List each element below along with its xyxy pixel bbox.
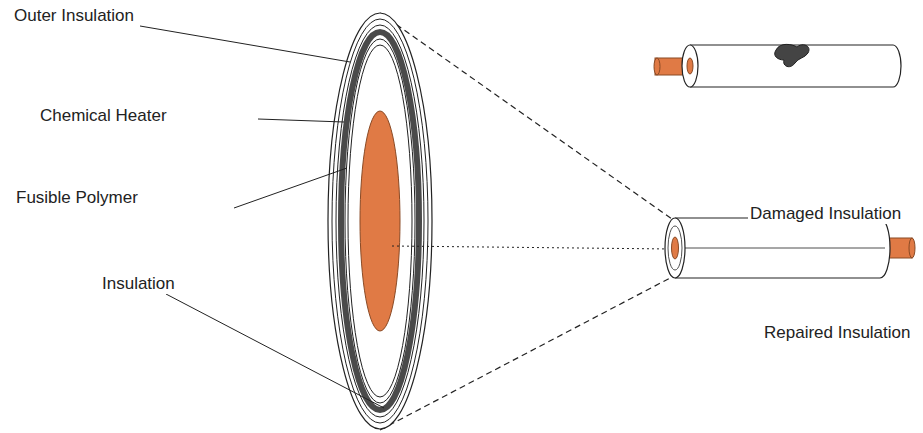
damaged-cable <box>654 44 901 87</box>
damage-mark <box>775 44 809 66</box>
leader-line <box>166 294 384 408</box>
part-label: Repaired Insulation <box>762 323 912 343</box>
part-label: Outer Insulation <box>12 6 136 26</box>
repaired-cable <box>665 218 915 278</box>
heater-band <box>341 32 419 410</box>
part-label: Fusible Polymer <box>14 188 140 208</box>
copper-core <box>360 111 400 331</box>
cross-section <box>328 13 432 429</box>
projection-line <box>392 246 672 249</box>
leader-line <box>234 168 347 208</box>
part-label: Damaged Insulation <box>748 204 903 224</box>
part-label: Chemical Heater <box>38 106 169 126</box>
leader-line <box>140 26 350 62</box>
leader-line <box>258 119 344 122</box>
part-label: Insulation <box>100 274 177 294</box>
